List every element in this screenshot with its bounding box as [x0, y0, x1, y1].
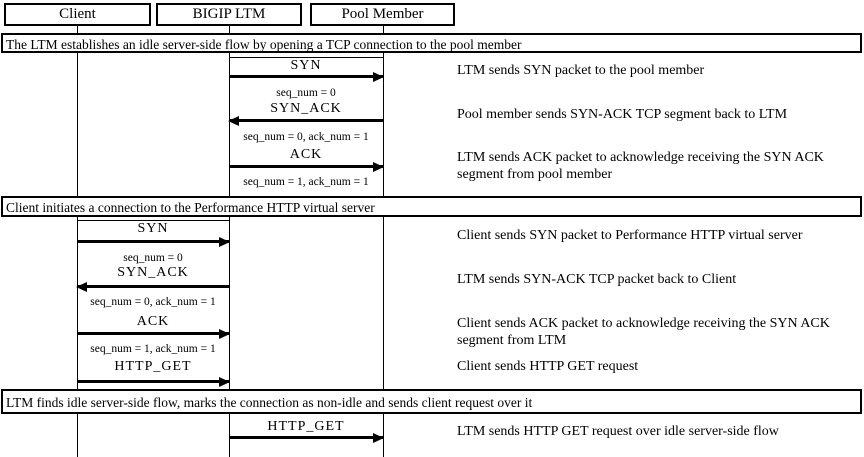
description-synack-s2: LTM sends SYN-ACK TCP packet back to Cli… — [457, 272, 737, 287]
description-syn-s2: Client sends SYN packet to Performance H… — [457, 228, 803, 243]
arrow-syn-s1 — [229, 71, 384, 82]
lifeline-stub-client — [77, 25, 78, 33]
channel-top-line-s2 — [77, 220, 230, 221]
description-ack-s1: LTM sends ACK packet to acknowledge rece… — [457, 150, 824, 182]
phase-banner-3: LTM finds idle server-side flow, marks t… — [1, 389, 862, 414]
lifeline-client-s1 — [77, 53, 78, 196]
arrow-syn-s2 — [77, 236, 230, 247]
seq-annotation-synack-s1: seq_num = 0, ack_num = 1 — [243, 131, 369, 143]
lifeline-ltm-s2 — [229, 217, 230, 389]
message-label-ack-s1: ACK — [289, 147, 323, 162]
actor-box-pool-member: Pool Member — [310, 3, 455, 26]
message-label-httpget-s2: HTTP_GET — [114, 359, 192, 374]
message-label-syn-s2: SYN — [137, 221, 169, 236]
arrowhead-left-icon — [228, 115, 239, 126]
message-label-synack-s2: SYN_ACK — [117, 265, 189, 280]
message-label-syn-s1: SYN — [290, 58, 322, 73]
lifeline-pool-s1 — [383, 53, 384, 196]
lifeline-ltm-s3 — [229, 414, 230, 457]
lifeline-pool-s2 — [383, 217, 384, 389]
message-label-ack-s2: ACK — [136, 314, 170, 329]
description-syn-s1: LTM sends SYN packet to the pool member — [457, 63, 705, 78]
actor-box-bigip-ltm: BIGIP LTM — [156, 3, 302, 26]
description-httpget-s2: Client sends HTTP GET request — [457, 359, 639, 374]
arrowhead-right-icon — [219, 236, 230, 247]
seq-annotation-synack-s2: seq_num = 0, ack_num = 1 — [90, 296, 216, 308]
message-label-synack-s1: SYN_ACK — [270, 101, 342, 116]
seq-annotation-ack-s1: seq_num = 1, ack_num = 1 — [243, 176, 369, 188]
arrowhead-right-icon — [219, 328, 230, 339]
arrow-ack-s1 — [229, 161, 384, 172]
phase-banner-2: Client initiates a connection to the Per… — [1, 196, 862, 217]
arrow-synack-s1 — [228, 115, 383, 126]
arrow-httpget-s2 — [77, 376, 230, 387]
arrowhead-left-icon — [76, 281, 87, 292]
description-synack-s1: Pool member sends SYN-ACK TCP segment ba… — [457, 107, 788, 122]
arrowhead-right-icon — [373, 161, 384, 172]
phase-banner-1: The LTM establishes an idle server-side … — [1, 33, 862, 53]
lifeline-stub-ltm — [229, 25, 230, 33]
lifeline-stub-pool — [383, 25, 384, 33]
arrowhead-right-icon — [219, 376, 230, 387]
arrow-ack-s2 — [77, 328, 230, 339]
arrow-httpget-s3 — [229, 432, 384, 443]
description-ack-s2: Client sends ACK packet to acknowledge r… — [457, 316, 830, 348]
arrowhead-right-icon — [373, 71, 384, 82]
channel-top-line-s1 — [229, 57, 384, 58]
arrow-synack-s2 — [76, 281, 229, 292]
description-httpget-s3: LTM sends HTTP GET request over idle ser… — [457, 424, 779, 439]
message-label-httpget-s3: HTTP_GET — [267, 419, 345, 434]
actor-box-client: Client — [4, 3, 151, 26]
arrowhead-right-icon — [373, 432, 384, 443]
seq-annotation-syn-s2: seq_num = 0 — [123, 252, 183, 264]
lifeline-client-s2 — [77, 217, 78, 389]
seq-annotation-ack-s2: seq_num = 1, ack_num = 1 — [90, 343, 216, 355]
seq-annotation-syn-s1: seq_num = 0 — [276, 87, 336, 99]
lifeline-client-s3 — [77, 414, 78, 457]
